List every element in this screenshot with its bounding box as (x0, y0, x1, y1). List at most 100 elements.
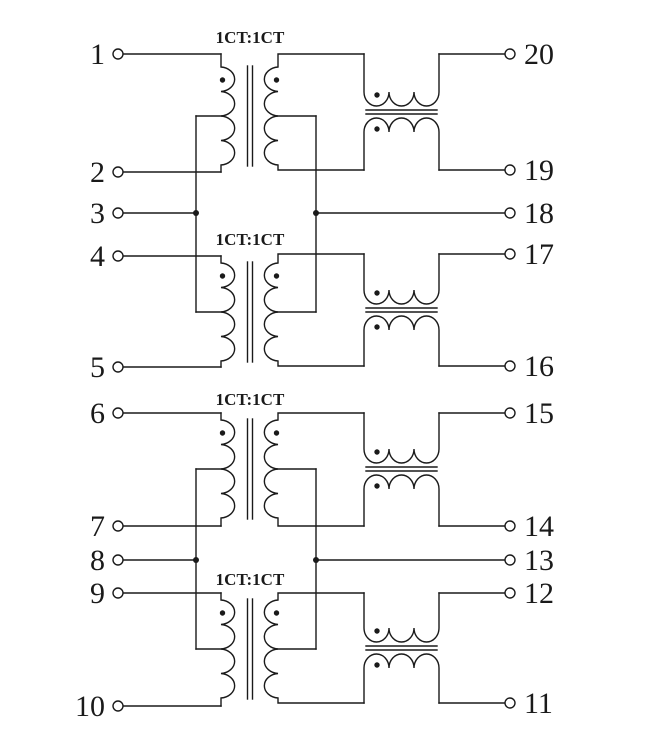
pin-terminal (112, 48, 124, 60)
pin-number: 11 (524, 687, 553, 720)
common-mode-choke-2 (363, 253, 440, 367)
pin-left-10: 10 (75, 690, 222, 723)
polarity-dot (374, 449, 380, 455)
pin-number: 2 (90, 156, 105, 189)
pin-right-2: 19 (438, 154, 554, 187)
pin-number: 16 (524, 350, 554, 383)
pin-number: 4 (90, 240, 105, 273)
pin-left-9: 9 (90, 577, 222, 610)
pin-terminal (112, 587, 124, 599)
pin-number: 5 (90, 351, 105, 384)
pin-right-6: 15 (438, 397, 554, 430)
pin-number: 8 (90, 544, 105, 577)
choke-bottom-winding (363, 474, 440, 527)
pin-number: 19 (524, 154, 554, 187)
pin-right-4: 17 (438, 238, 554, 271)
transformer-ratio-label: 1CT:1CT (216, 230, 285, 249)
pin-right-1: 20 (438, 38, 554, 71)
polarity-dot (374, 290, 380, 296)
pin-terminal (504, 520, 516, 532)
primary-winding (220, 255, 236, 368)
transformer-4: 1CT:1CT (195, 570, 365, 707)
primary-winding (220, 592, 236, 707)
pin-number: 3 (90, 197, 105, 230)
polarity-dot (273, 610, 280, 616)
polarity-dot (219, 77, 226, 83)
pin-terminal (504, 164, 516, 176)
choke-top-winding (363, 53, 440, 107)
pin-terminal (504, 360, 516, 372)
pin-number: 20 (524, 38, 554, 71)
pin-terminal (504, 554, 516, 566)
secondary-winding (263, 53, 365, 171)
polarity-dot (273, 430, 280, 436)
pin-right-3: 18 (315, 197, 554, 230)
pin-terminal (504, 407, 516, 419)
common-mode-choke-3 (363, 412, 440, 527)
pin-number: 18 (524, 197, 554, 230)
transformer-3: 1CT:1CT (195, 390, 365, 527)
secondary-winding (263, 253, 365, 367)
pin-left-8: 8 (90, 544, 197, 577)
pin-terminal (112, 250, 124, 262)
pin-number: 15 (524, 397, 554, 430)
pin-terminal (112, 407, 124, 419)
transformer-2: 1CT:1CT (195, 230, 365, 368)
polarity-dot (374, 483, 380, 489)
polarity-dot (219, 273, 226, 279)
pin-number: 12 (524, 577, 554, 610)
pin-number: 14 (524, 510, 554, 543)
pin-number: 9 (90, 577, 105, 610)
pin-terminal (112, 554, 124, 566)
pin-terminal (112, 166, 124, 178)
center-tap-rails (193, 115, 319, 650)
choke-top-winding (363, 412, 440, 464)
pin-number: 1 (90, 38, 105, 71)
pin-left-7: 7 (90, 510, 222, 543)
pin-number: 17 (524, 238, 554, 271)
pin-number: 7 (90, 510, 105, 543)
pin-right-7: 14 (438, 510, 554, 543)
common-mode-choke-4 (363, 592, 440, 704)
pin-left-1: 1 (90, 38, 222, 71)
polarity-dot (219, 610, 226, 616)
pin-right-10: 11 (438, 687, 553, 720)
transformer-ratio-label: 1CT:1CT (216, 28, 285, 47)
primary-winding (220, 53, 236, 173)
pin-terminal (112, 520, 124, 532)
polarity-dot (273, 77, 280, 83)
pin-left-4: 4 (90, 240, 222, 273)
transformer-ratio-label: 1CT:1CT (216, 570, 285, 589)
transformer-ratio-label: 1CT:1CT (216, 390, 285, 409)
secondary-winding (263, 592, 365, 704)
pin-left-5: 5 (90, 351, 222, 384)
pin-right-8: 13 (315, 544, 554, 577)
pin-number: 6 (90, 397, 105, 430)
polarity-dot (374, 662, 380, 668)
pin-terminal (112, 361, 124, 373)
polarity-dot (273, 273, 280, 279)
pin-left-6: 6 (90, 397, 222, 430)
pin-right-9: 12 (438, 577, 554, 610)
choke-top-winding (363, 592, 440, 643)
pin-right-5: 16 (438, 350, 554, 383)
polarity-dot (374, 92, 380, 98)
pin-terminal (504, 697, 516, 709)
pin-terminal (504, 207, 516, 219)
choke-top-winding (363, 253, 440, 305)
choke-bottom-winding (363, 653, 440, 704)
choke-bottom-winding (363, 315, 440, 367)
primary-winding (220, 412, 236, 527)
transformer-1: 1CT:1CT (195, 28, 365, 173)
polarity-dot (374, 126, 380, 132)
polarity-dot (374, 628, 380, 634)
pin-left-3: 3 (90, 197, 197, 230)
polarity-dot (374, 324, 380, 330)
pin-terminal (112, 700, 124, 712)
pin-number: 10 (75, 690, 105, 723)
pin-terminal (504, 48, 516, 60)
pin-terminal (112, 207, 124, 219)
pin-number: 13 (524, 544, 554, 577)
